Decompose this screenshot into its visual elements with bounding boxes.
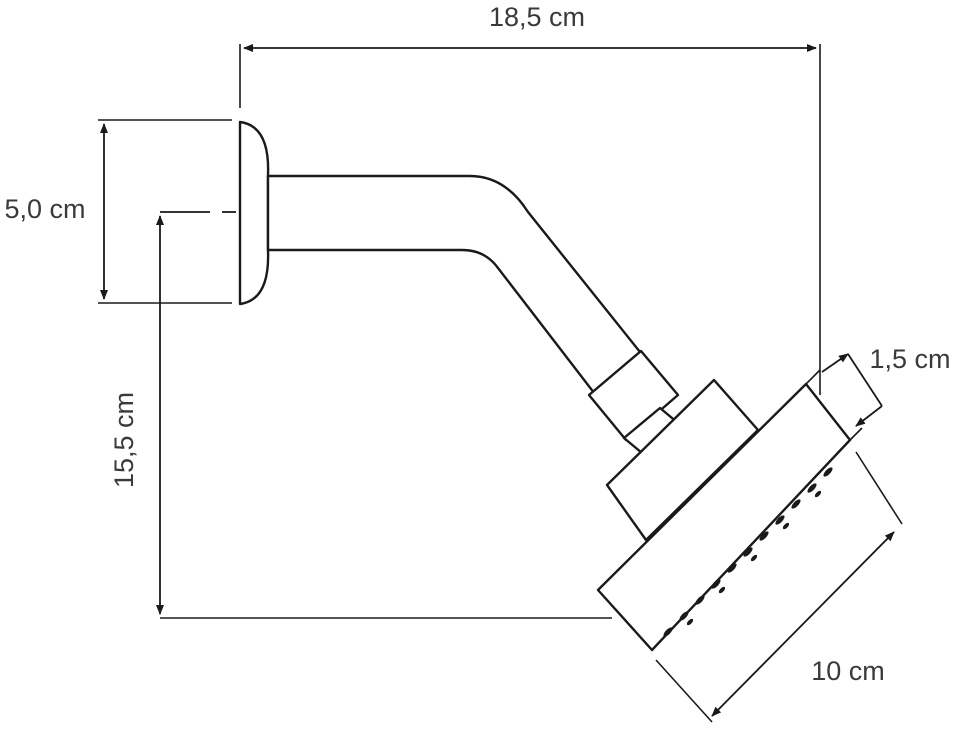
head-thickness-dimension [805,353,883,441]
flange-label: 5,0 cm [4,194,85,224]
head-diameter-label: 10 cm [811,656,885,686]
width-label: 18,5 cm [489,2,585,32]
shower-arm [266,174,642,400]
width-dimension [239,44,821,395]
head-diameter-dimension [655,451,903,723]
drop-dimension [156,215,612,619]
flange-dimension [98,119,232,304]
drop-label: 15,5 cm [109,392,139,488]
head-thickness-label: 1,5 cm [869,344,950,374]
wall-flange [238,120,270,306]
connector-nut [587,349,686,460]
